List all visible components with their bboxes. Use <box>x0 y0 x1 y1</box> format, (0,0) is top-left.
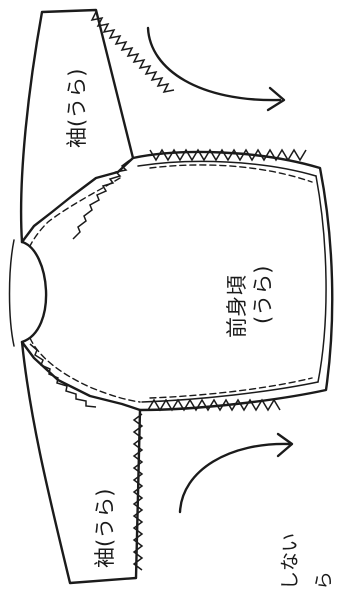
neckline <box>20 240 48 344</box>
zigzag-edges <box>29 11 307 571</box>
front-body-label: 前身頃 <box>225 275 249 338</box>
note-line-2: ら <box>313 571 335 590</box>
sleeve-bottom <box>20 340 142 585</box>
note-line-1: しない <box>279 533 301 590</box>
front-body <box>29 150 334 412</box>
sleeve-top-label: 袖(うら) <box>65 69 89 148</box>
sleeve-top <box>19 8 135 244</box>
front-body-sub-label: (うら) <box>251 266 275 324</box>
fold-arrow-top <box>146 26 286 112</box>
sleeve-bottom-label: 袖(うら) <box>93 489 117 568</box>
fold-arrow-bottom <box>178 432 294 514</box>
